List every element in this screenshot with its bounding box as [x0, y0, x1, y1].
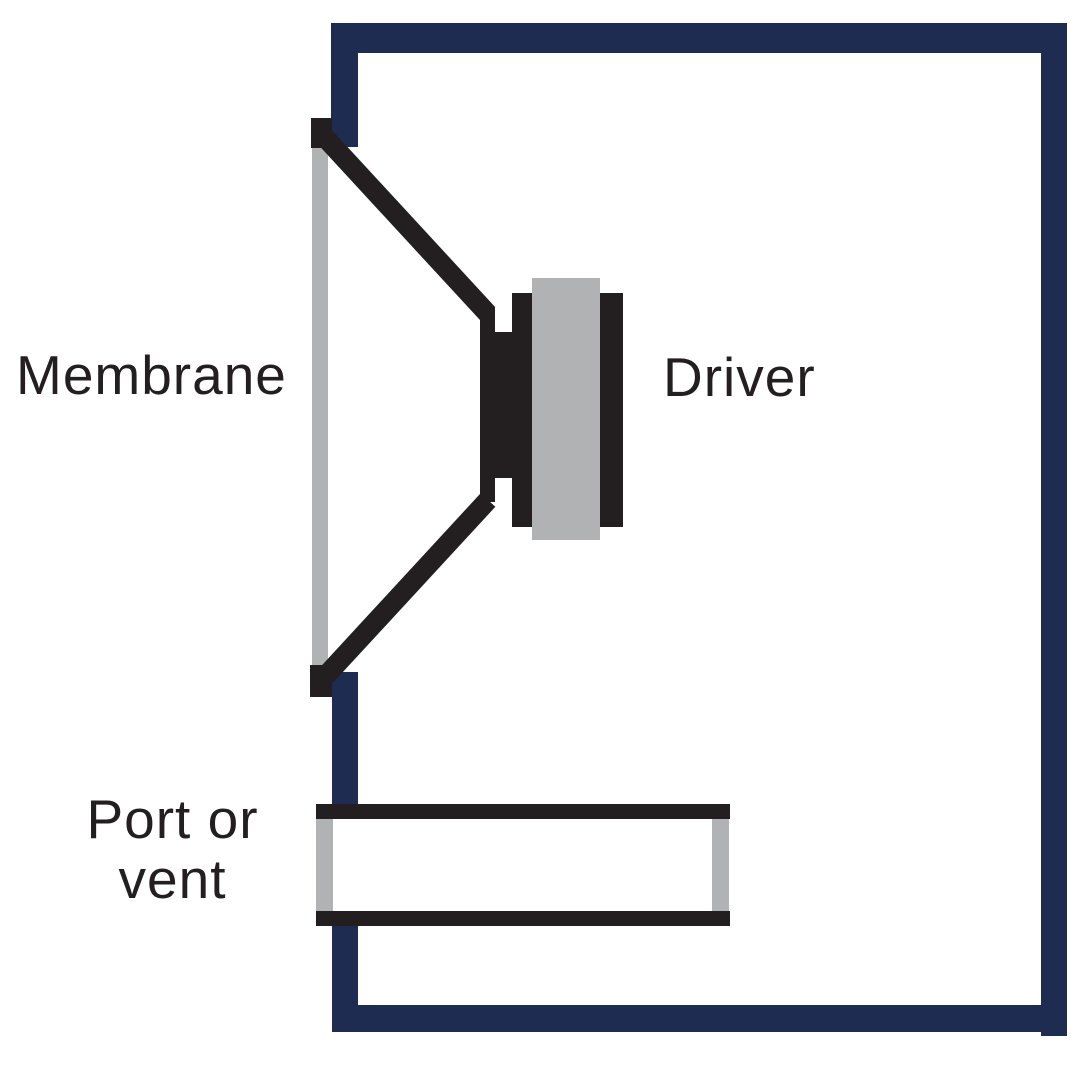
motor-back-plate	[600, 293, 623, 527]
port-bottom-wall	[316, 911, 730, 926]
enclosure-top-wall	[331, 23, 1067, 53]
cone-bottom-line	[313, 493, 496, 688]
port-top-wall	[316, 804, 730, 819]
membrane-panel	[312, 146, 328, 666]
enclosure-left-wall-middle	[332, 672, 358, 804]
membrane-label: Membrane	[16, 344, 287, 406]
enclosure-bottom-wall	[332, 1005, 1067, 1032]
port-right-cap	[712, 819, 729, 911]
enclosure-right-wall	[1041, 23, 1067, 1036]
driver-magnet	[532, 278, 600, 540]
membrane-assembly	[310, 118, 496, 697]
enclosure-left-wall-upper	[331, 23, 358, 147]
cone-top-line	[313, 126, 496, 321]
enclosure-left-wall-lower	[332, 926, 358, 1032]
port-vent-label: Port or vent	[86, 788, 259, 910]
enclosure-cabinet	[331, 23, 1067, 1036]
port-assembly	[316, 804, 730, 926]
driver-label: Driver	[663, 346, 816, 408]
motor-front-plate	[512, 293, 532, 527]
driver-assembly	[480, 278, 623, 540]
port-left-cap	[316, 819, 333, 911]
